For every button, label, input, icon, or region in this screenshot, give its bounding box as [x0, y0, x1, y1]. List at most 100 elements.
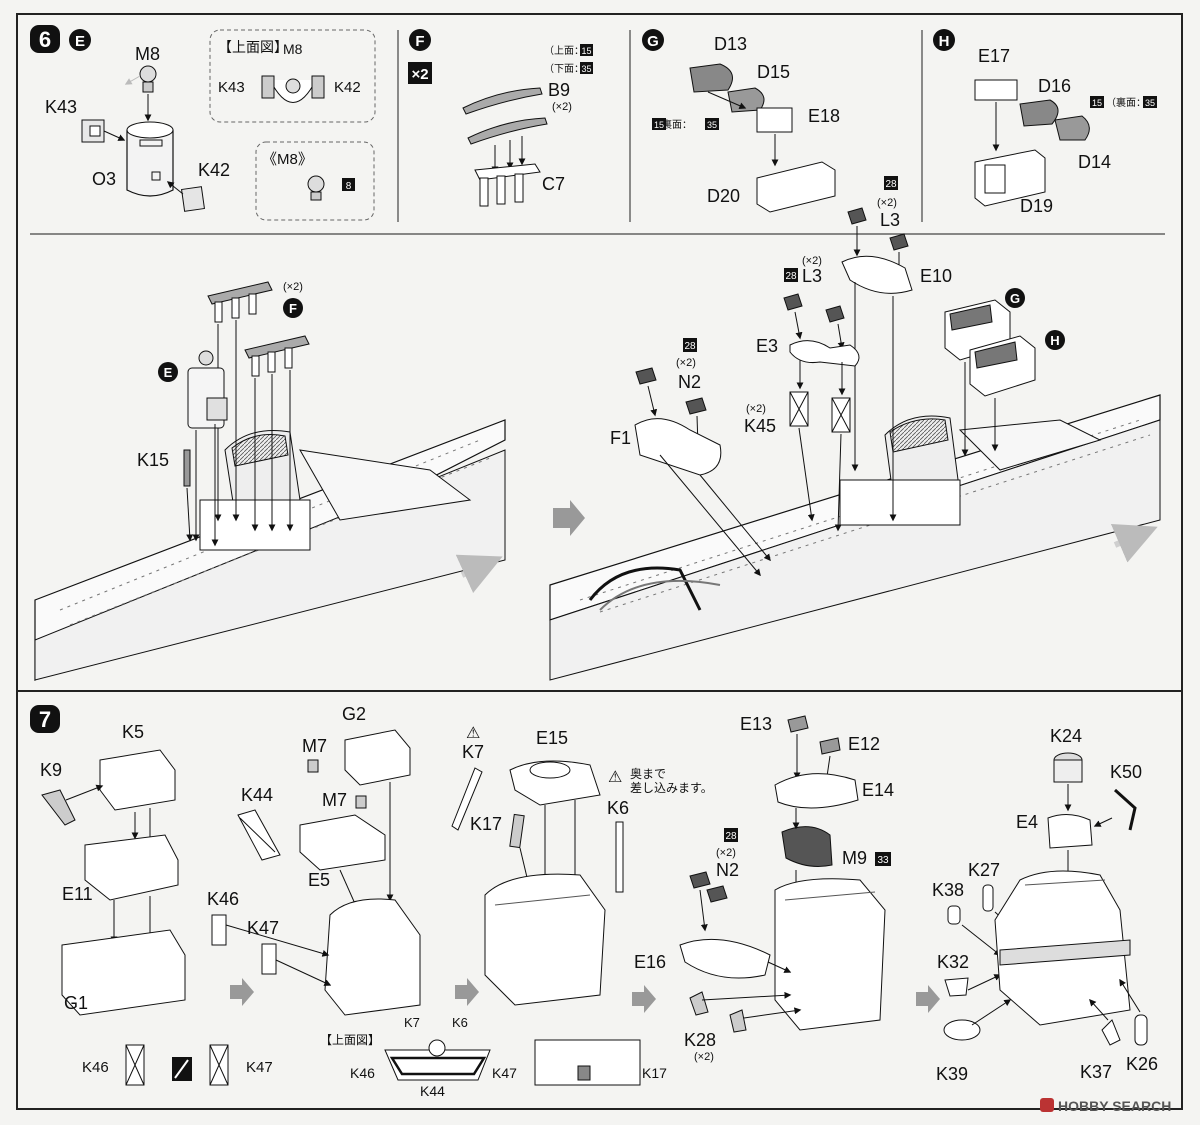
svg-text:33: 33 [877, 855, 889, 866]
step7-arrow-3-icon [632, 985, 656, 1013]
svg-text:28: 28 [785, 271, 797, 282]
svg-text:E: E [164, 365, 173, 380]
svg-text:C7: C7 [542, 174, 565, 194]
svg-text:E14: E14 [862, 780, 894, 800]
svg-text:⚠: ⚠ [608, 769, 622, 786]
svg-text:（上面：: （上面： [544, 45, 584, 57]
svg-text:15: 15 [654, 120, 664, 130]
step6-sub-h: H E17 D16 15 （裏面： 35 D14 D19 [933, 29, 1157, 216]
svg-text:F1: F1 [610, 428, 631, 448]
svg-text:HOBBY SEARCH: HOBBY SEARCH [1058, 1098, 1171, 1114]
svg-text:M7: M7 [302, 736, 327, 756]
svg-text:K6: K6 [607, 798, 629, 818]
svg-text:E4: E4 [1016, 812, 1038, 832]
svg-text:(×2): (×2) [877, 197, 897, 209]
svg-text:K26: K26 [1126, 1054, 1158, 1074]
svg-text:(×2): (×2) [283, 281, 303, 293]
svg-text:K46: K46 [82, 1059, 109, 1076]
svg-text:E17: E17 [978, 46, 1010, 66]
svg-text:D19: D19 [1020, 196, 1053, 216]
svg-text:G: G [1010, 291, 1020, 306]
svg-text:(×2): (×2) [746, 403, 766, 415]
svg-text:E11: E11 [62, 884, 93, 904]
note-text: 奥まで 差し込みます。 [630, 767, 713, 795]
step6-main-left: (×2) F E K15 [34, 281, 506, 681]
svg-text:K27: K27 [968, 860, 1000, 880]
svg-text:G1: G1 [64, 993, 88, 1013]
step7-stage-e: K24 K50 E4 K27 K38 K32 K39 [932, 726, 1158, 1084]
svg-text:K47: K47 [246, 1059, 273, 1076]
svg-text:15: 15 [1092, 98, 1102, 108]
svg-text:N2: N2 [678, 372, 701, 392]
svg-text:（裏面：: （裏面： [1106, 96, 1146, 109]
svg-text:D20: D20 [707, 186, 740, 206]
svg-text:K15: K15 [137, 450, 169, 470]
note-line-1: 奥まで [630, 767, 666, 781]
step6: 6 E M8 K43 O3 K42 【上面図】 [30, 25, 1161, 681]
svg-text:D15: D15 [757, 62, 790, 82]
svg-text:K46: K46 [207, 889, 239, 909]
step6-sub-e: E M8 K43 O3 K42 【上面図】 M8 K43 K42 [45, 29, 376, 221]
svg-text:K47: K47 [492, 1065, 517, 1081]
svg-text:E: E [75, 33, 85, 50]
svg-text:E10: E10 [920, 266, 952, 286]
step7-stage-d: E13 E12 E14 M9 33 28 (×2) N2 E16 [634, 714, 894, 1063]
svg-text:×2: ×2 [411, 66, 428, 83]
svg-text:28: 28 [885, 179, 897, 190]
svg-text:D14: D14 [1078, 152, 1111, 172]
svg-text:K47: K47 [247, 918, 279, 938]
svg-text:K42: K42 [198, 160, 230, 180]
svg-text:35: 35 [581, 64, 591, 74]
svg-text:G2: G2 [342, 704, 366, 724]
svg-text:E18: E18 [808, 106, 840, 126]
step7-arrow-1-icon [230, 978, 254, 1006]
step7-arrow-4-icon [916, 985, 940, 1013]
svg-text:F: F [415, 33, 424, 50]
svg-text:K7: K7 [462, 742, 484, 762]
svg-text:(×2): (×2) [676, 357, 696, 369]
svg-text:K44: K44 [420, 1083, 445, 1099]
svg-text:(×2): (×2) [716, 847, 736, 859]
step7-stage-b: G2 M7 M7 K44 E5 K46 K47 [207, 704, 421, 1016]
svg-text:【上面図】: 【上面図】 [218, 39, 288, 55]
svg-text:6: 6 [39, 27, 51, 52]
step7-number-badge: 7 [30, 705, 60, 733]
step7-frame [16, 690, 1183, 1110]
svg-text:35: 35 [707, 120, 717, 130]
svg-text:K43: K43 [45, 97, 77, 117]
svg-text:K7: K7 [404, 1015, 420, 1030]
svg-text:K24: K24 [1050, 726, 1082, 746]
svg-text:(×2): (×2) [552, 101, 572, 113]
step6-number-badge: 6 [30, 25, 60, 53]
svg-text:B9: B9 [548, 80, 570, 100]
svg-text:K43: K43 [218, 79, 245, 96]
svg-text:G: G [647, 33, 659, 50]
svg-text:《M8》: 《M8》 [262, 151, 313, 168]
svg-text:K39: K39 [936, 1064, 968, 1084]
svg-text:K42: K42 [334, 79, 361, 96]
svg-text:⚠: ⚠ [466, 725, 480, 742]
circle-e-icon [69, 29, 91, 51]
svg-text:O3: O3 [92, 169, 116, 189]
svg-text:M9: M9 [842, 848, 867, 868]
svg-text:K28: K28 [684, 1030, 716, 1050]
step7-stage-a: K5 K9 E11 G1 K46 K47 [40, 722, 273, 1086]
step6-sub-g: G D13 D15 （裏面： 15 35 E18 D20 [642, 29, 840, 213]
svg-text:28: 28 [725, 831, 737, 842]
svg-text:【上面図】: 【上面図】 [320, 1033, 380, 1047]
svg-text:E5: E5 [308, 870, 330, 890]
svg-text:K50: K50 [1110, 762, 1142, 782]
svg-text:L3: L3 [880, 210, 900, 230]
svg-text:H: H [939, 33, 950, 50]
svg-text:7: 7 [39, 707, 51, 732]
svg-text:K37: K37 [1080, 1062, 1112, 1082]
svg-text:E12: E12 [848, 734, 880, 754]
svg-text:K5: K5 [122, 722, 144, 742]
svg-text:28: 28 [684, 341, 696, 352]
svg-text:E3: E3 [756, 336, 778, 356]
svg-text:K17: K17 [642, 1065, 667, 1081]
note-line-2: 差し込みます。 [630, 781, 713, 795]
step6-main-right: 28 (×2) L3 E10 (×2) 28 L3 E3 (×2) K45 [549, 176, 1161, 681]
svg-text:(×2): (×2) [694, 1051, 714, 1063]
svg-text:E13: E13 [740, 714, 772, 734]
